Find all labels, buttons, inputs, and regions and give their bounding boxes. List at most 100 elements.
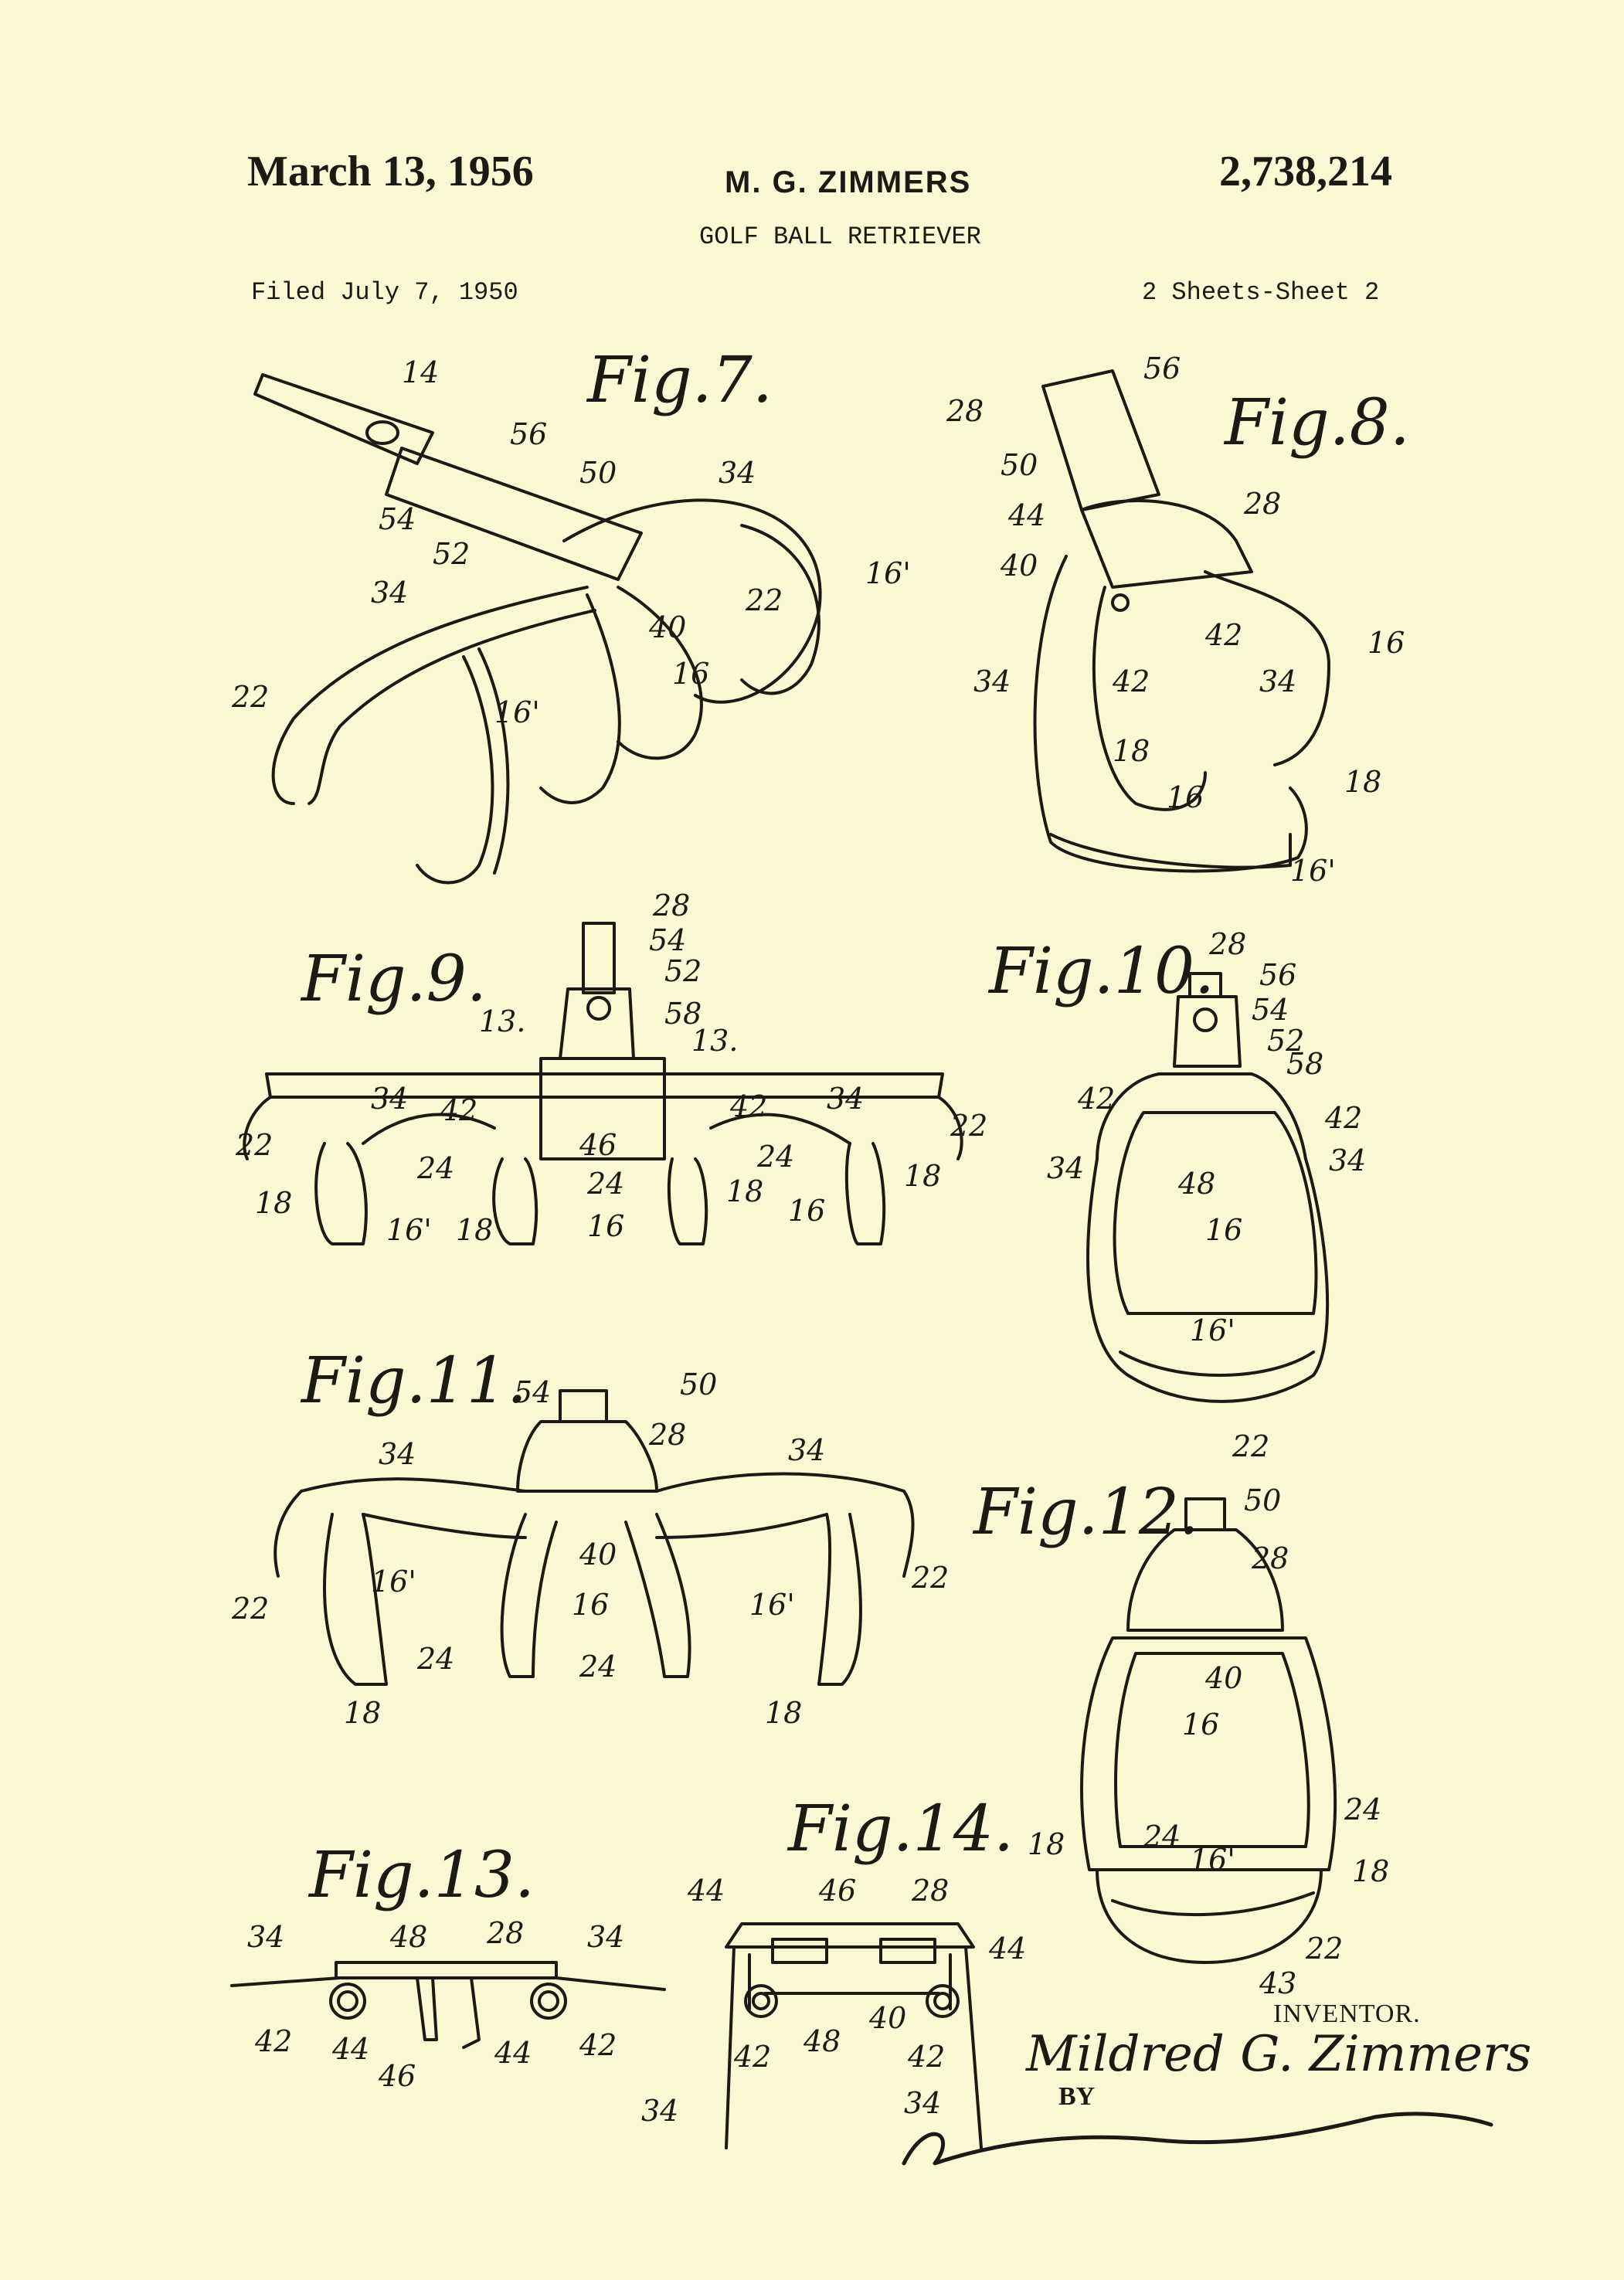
ref-numeral: 34 [827, 1082, 865, 1116]
ref-numeral: 58 [1286, 1047, 1324, 1081]
ref-numeral: 34 [719, 456, 756, 490]
fig9-caption: Fig.9. [301, 943, 487, 1016]
fig7-caption: Fig.7. [587, 344, 773, 417]
ref-numeral: 16' [371, 1565, 416, 1599]
ref-numeral: 16' [749, 1588, 795, 1622]
ref-numeral: 24 [587, 1167, 625, 1201]
ref-numeral: 34 [1329, 1143, 1367, 1177]
ref-numeral: 18 [765, 1696, 803, 1730]
ref-numeral: 22 [1232, 1429, 1270, 1463]
ref-numeral: 54 [1252, 993, 1289, 1027]
ref-numeral: 42 [255, 2024, 293, 2058]
ref-numeral: 18 [255, 1186, 293, 1220]
fig13-drawing [230, 1961, 666, 2049]
ref-numeral: 18 [456, 1213, 494, 1247]
ref-numeral: 42 [734, 2040, 772, 2074]
ref-numeral: 22 [950, 1109, 988, 1143]
ref-numeral: 40 [579, 1538, 617, 1572]
fig7-drawing [253, 373, 822, 885]
ref-numeral: 28 [912, 1874, 950, 1908]
ref-numeral: 34 [379, 1437, 416, 1471]
ref-numeral: 34 [371, 1082, 409, 1116]
fig10-drawing [1086, 972, 1330, 1403]
ref-numeral: 18 [904, 1159, 942, 1193]
ref-numeral: 18 [344, 1696, 382, 1730]
filed-date: Filed July 7, 1950 [251, 278, 518, 307]
fig11-drawing [273, 1389, 915, 1686]
ref-numeral: 46 [379, 2059, 416, 2093]
ref-numeral: 56 [510, 417, 548, 451]
fig12-drawing [1080, 1497, 1337, 1964]
ref-numeral: 18 [1028, 1827, 1065, 1861]
ref-numeral: 18 [1344, 765, 1382, 799]
ref-numeral: 22 [232, 1592, 270, 1626]
ref-numeral: 34 [904, 2086, 942, 2120]
ref-numeral: 34 [247, 1920, 285, 1954]
ref-numeral: 16 [1182, 1707, 1220, 1741]
ref-numeral: 22 [1306, 1932, 1344, 1966]
ref-numeral: 54 [379, 502, 416, 536]
ref-numeral: 16 [1167, 780, 1204, 814]
ref-numeral: 58 [664, 997, 702, 1031]
ref-numeral: 34 [371, 576, 409, 610]
ref-numeral: 34 [1259, 664, 1297, 698]
ref-numeral: 34 [973, 664, 1011, 698]
attorney-signature-flourish [902, 2112, 1493, 2166]
ref-numeral: 18 [1113, 734, 1150, 768]
ref-numeral: 28 [1244, 487, 1282, 521]
patent-date: March 13, 1956 [247, 148, 534, 195]
ref-numeral: 16' [386, 1213, 432, 1247]
ref-numeral: 34 [1047, 1151, 1085, 1185]
ref-numeral: 16 [1205, 1213, 1243, 1247]
ref-numeral: 16' [1290, 854, 1336, 888]
ref-numeral: 24 [1143, 1820, 1181, 1854]
ref-numeral: 50 [1001, 448, 1038, 482]
ref-numeral: 16' [1190, 1843, 1235, 1877]
ref-numeral: 24 [417, 1642, 455, 1676]
inventor-label: INVENTOR. [1273, 2000, 1421, 2028]
ref-numeral: 42 [1078, 1082, 1116, 1116]
fig14-caption: Fig.14. [788, 1792, 1014, 1866]
ref-numeral: 44 [332, 2032, 370, 2066]
ref-numeral: 42 [579, 2028, 617, 2062]
ref-numeral: 56 [1143, 352, 1181, 386]
ref-numeral: 48 [390, 1920, 428, 1954]
inventor-name: Mildred G. Zimmers [1026, 2026, 1532, 2083]
ref-numeral: 42 [1113, 664, 1150, 698]
ref-numeral: 42 [1325, 1101, 1363, 1135]
ref-numeral: 44 [688, 1874, 725, 1908]
ref-numeral: 28 [946, 394, 984, 428]
ref-numeral: 18 [1352, 1854, 1390, 1888]
ref-numeral: 16' [865, 556, 911, 590]
ref-numeral: 50 [1244, 1483, 1282, 1517]
ref-numeral: 22 [236, 1128, 273, 1162]
ref-numeral: 14 [402, 355, 440, 389]
ref-numeral: 24 [579, 1650, 617, 1684]
ref-numeral: 54 [649, 923, 687, 957]
ref-numeral: 52 [1267, 1024, 1305, 1058]
ref-numeral: 16' [1190, 1313, 1235, 1347]
ref-numeral: 40 [1205, 1661, 1243, 1695]
ref-numeral: 44 [989, 1932, 1027, 1966]
ref-numeral: 24 [1344, 1792, 1382, 1826]
ref-numeral: 16' [494, 695, 540, 729]
fig13-caption: Fig.13. [309, 1839, 535, 1912]
ref-numeral: 24 [757, 1140, 795, 1174]
ref-numeral: 28 [487, 1916, 525, 1950]
patent-number: 2,738,214 [1219, 148, 1392, 195]
fig10-caption: Fig.10. [989, 935, 1215, 1008]
ref-numeral: 28 [1209, 927, 1247, 961]
ref-numeral: 50 [680, 1368, 718, 1402]
ref-numeral: 54 [514, 1375, 552, 1409]
ref-numeral: 28 [649, 1418, 687, 1452]
patent-title: GOLF BALL RETRIEVER [699, 223, 981, 251]
fig11-caption: Fig.11. [301, 1344, 528, 1418]
fig9-drawing [243, 922, 963, 1245]
fig12-caption: Fig.12. [973, 1476, 1200, 1549]
ref-numeral: 34 [788, 1433, 826, 1467]
ref-numeral: 16 [1367, 626, 1405, 660]
ref-numeral: 13. [691, 1024, 739, 1058]
fig8-drawing [1033, 369, 1330, 873]
ref-numeral: 16 [788, 1194, 826, 1228]
ref-numeral: 40 [649, 610, 687, 644]
